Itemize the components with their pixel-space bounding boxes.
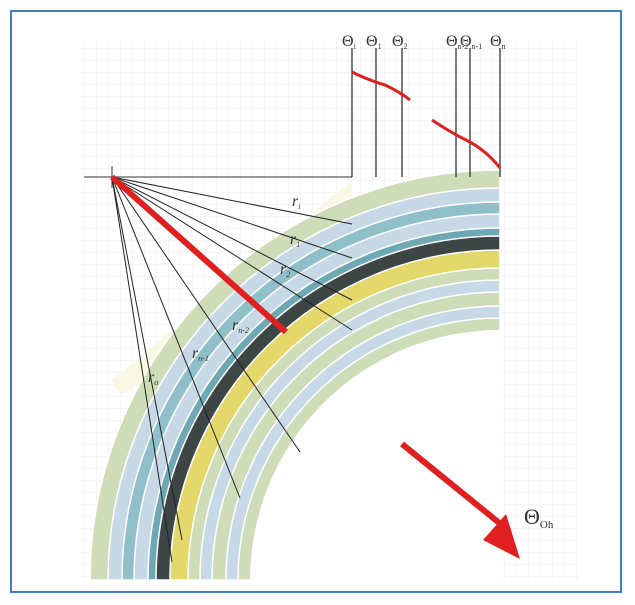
output-label: ΘOh xyxy=(524,504,554,531)
theta-label: Θn xyxy=(490,33,506,51)
radius-label: r1 xyxy=(290,231,300,249)
radius-label: r2 xyxy=(280,261,290,279)
theta-label: Θi xyxy=(342,33,357,51)
radius-label: rn-1 xyxy=(192,345,209,363)
theta-label: Θn-1 xyxy=(460,33,482,51)
theta-labels: Θi Θ1 Θ2 Θn-2Θn-1 Θn xyxy=(342,33,506,51)
theta-lines xyxy=(351,48,501,177)
radial-ray xyxy=(111,176,241,499)
radial-ray xyxy=(111,176,301,453)
output-label-sub: Oh xyxy=(540,519,554,531)
radius-label: ri xyxy=(292,193,300,211)
theta-label: Θ1 xyxy=(366,33,382,51)
pipe-bore xyxy=(250,330,500,580)
radial-ray xyxy=(111,176,183,541)
radius-label: ro xyxy=(148,369,158,387)
internal-heat-ray xyxy=(110,174,288,335)
theta-label: Θn-2 xyxy=(446,33,468,51)
radial-ray xyxy=(111,176,353,225)
theta-label: Θ2 xyxy=(392,33,408,51)
temperature-curve-lower xyxy=(431,118,502,169)
output-label-main: Θ xyxy=(524,504,540,529)
radius-label: rn-2 xyxy=(232,317,249,335)
radial-ray xyxy=(111,176,173,563)
radial-ray xyxy=(111,176,353,331)
temperature-curve-upper xyxy=(351,70,411,102)
radial-ray xyxy=(111,176,353,301)
radial-rays xyxy=(111,176,353,563)
radial-ray xyxy=(111,176,353,259)
pipe-wall-layers xyxy=(89,169,501,581)
output-arrow xyxy=(400,441,520,559)
